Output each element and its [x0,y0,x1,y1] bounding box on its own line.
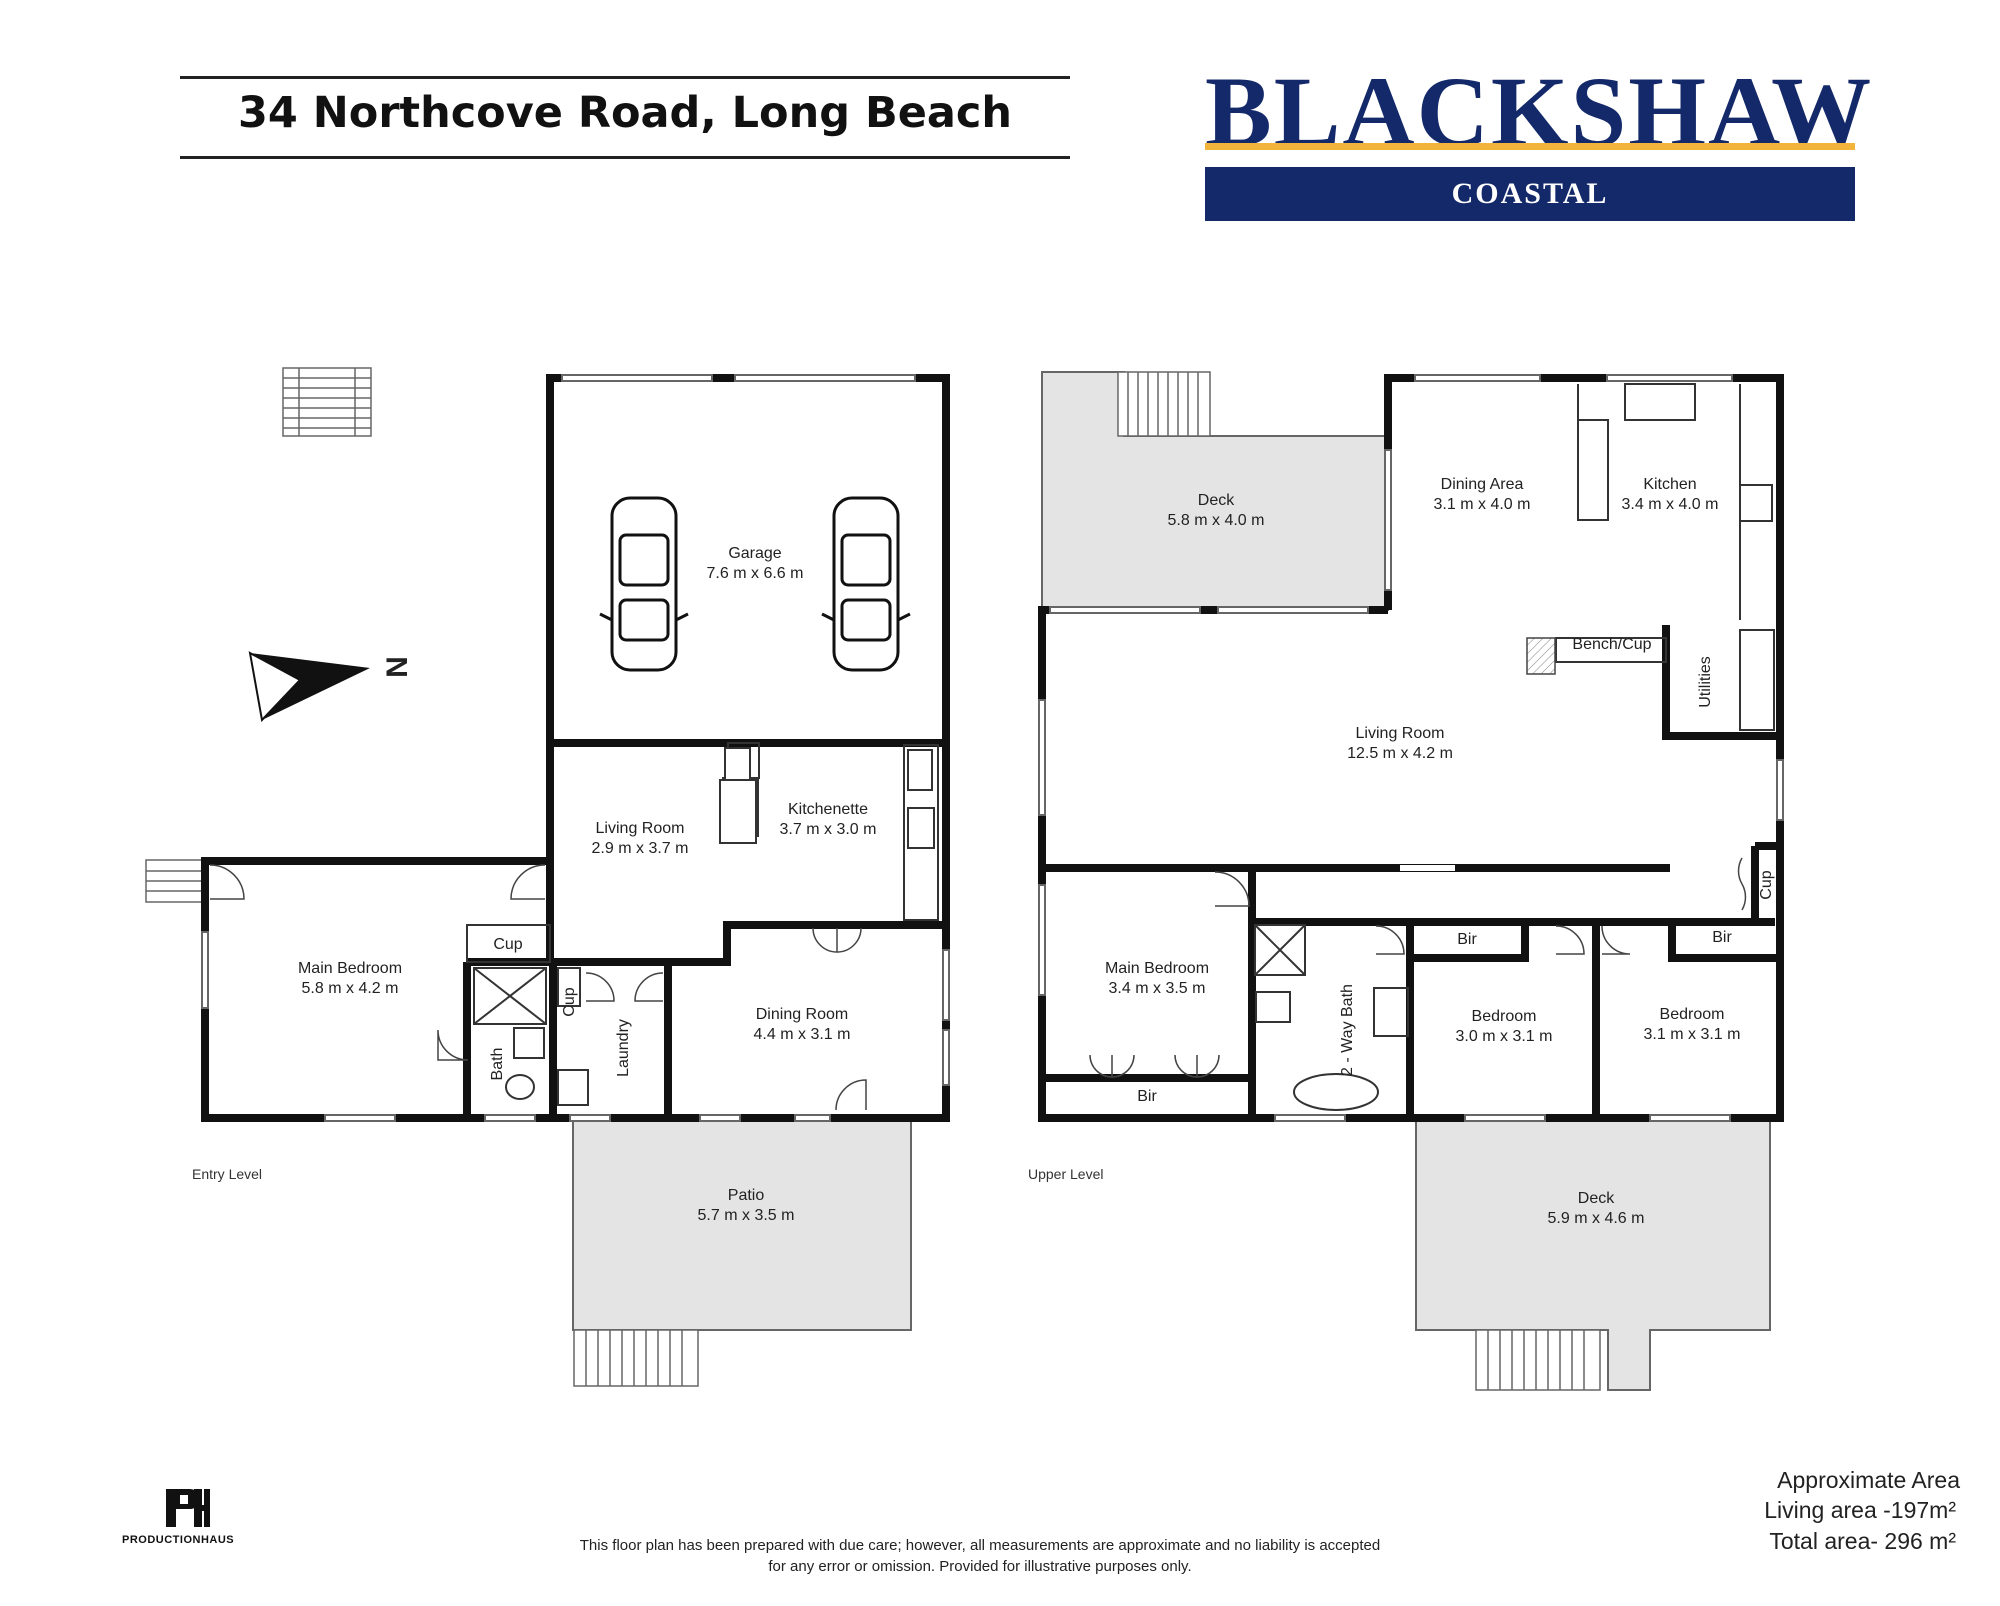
north-arrow-icon [248,651,370,723]
stairs-entry [145,859,203,903]
patio-area [572,1117,912,1331]
area-living: Living area -197m² [1764,1497,1956,1523]
brand-logo-sub: COASTAL [1205,167,1855,221]
room-main-bedroom-entry-dims: 5.8 m x 4.2 m [302,980,399,997]
room-patio: Patio [728,1187,765,1204]
entry-level-label: Entry Level [192,1166,263,1182]
title-rule-bottom [180,156,1070,159]
car-icon [821,496,911,672]
room-garage: Garage [728,545,781,562]
productionhaus-logo-icon [150,1487,225,1534]
room-bir-3: Bir [1712,929,1732,946]
room-main-bedroom-upper: Main Bedroom [1105,960,1209,977]
room-dining-area-dims: 3.1 m x 4.0 m [1434,496,1531,513]
room-laundry: Laundry [615,1019,632,1077]
room-bedroom-2: Bedroom [1472,1008,1537,1025]
room-living-entry: Living Room [596,820,685,837]
room-main-bedroom-entry: Main Bedroom [298,960,402,977]
room-dining-area: Dining Area [1441,476,1524,493]
room-bedroom-3-dims: 3.1 m x 3.1 m [1644,1026,1741,1043]
room-kitchenette: Kitchenette [788,801,868,818]
room-cup-upper: Cup [1758,870,1775,899]
room-kitchen-dims: 3.4 m x 4.0 m [1622,496,1719,513]
room-cup-entry-2: Cup [561,987,578,1016]
room-kitchen: Kitchen [1643,476,1696,493]
room-living-upper-dims: 12.5 m x 4.2 m [1347,745,1453,762]
room-bath-entry: Bath [489,1048,506,1081]
area-total: Total area- 296 m² [1769,1528,1956,1554]
deck-top-area [1041,371,1389,611]
title-rule-top [180,76,1070,79]
room-kitchenette-dims: 3.7 m x 3.0 m [780,821,877,838]
room-living-upper: Living Room [1356,725,1445,742]
room-deck-bottom: Deck [1578,1190,1615,1207]
room-two-way-bath: 2 - Way Bath [1339,984,1356,1076]
productionhaus-label: PRODUCTIONHAUS [122,1534,235,1546]
brand-accent-bar [1205,143,1855,150]
room-dining: Dining Room [756,1006,848,1023]
room-bedroom-2-dims: 3.0 m x 3.1 m [1456,1028,1553,1045]
room-deck-top-dims: 5.8 m x 4.0 m [1168,512,1265,529]
stairs-lower-deck [1475,1329,1601,1391]
property-address: 34 Northcove Road, Long Beach [237,88,1013,138]
room-bir-2: Bir [1457,931,1477,948]
room-garage-dims: 7.6 m x 6.6 m [707,565,804,582]
room-bedroom-3: Bedroom [1660,1006,1725,1023]
room-cup-entry: Cup [493,936,522,953]
room-deck-top: Deck [1198,492,1235,509]
room-bir-main: Bir [1137,1088,1157,1105]
room-patio-dims: 5.7 m x 3.5 m [698,1207,795,1224]
area-heading: Approximate Area [1777,1467,1960,1493]
upper-walls [1038,374,1784,1122]
room-living-entry-dims: 2.9 m x 3.7 m [592,840,689,857]
car-icon [599,496,689,672]
disclaimer: This floor plan has been prepared with d… [480,1535,1480,1577]
room-dining-dims: 4.4 m x 3.1 m [754,1026,851,1043]
stairs-upper-deck [1117,371,1211,437]
stairs-patio [573,1329,699,1387]
room-deck-bottom-dims: 5.9 m x 4.6 m [1548,1210,1645,1227]
disclaimer-line-1: This floor plan has been prepared with d… [579,1537,1381,1554]
stairs-detached [282,367,372,437]
room-bench-cup: Bench/Cup [1572,636,1651,653]
disclaimer-line-2: for any error or omission. Provided for … [768,1558,1192,1575]
compass-label: N [381,656,414,678]
upper-level-label: Upper Level [1028,1166,1104,1182]
room-utilities: Utilities [1697,656,1714,708]
room-main-bedroom-upper-dims: 3.4 m x 3.5 m [1109,980,1206,997]
